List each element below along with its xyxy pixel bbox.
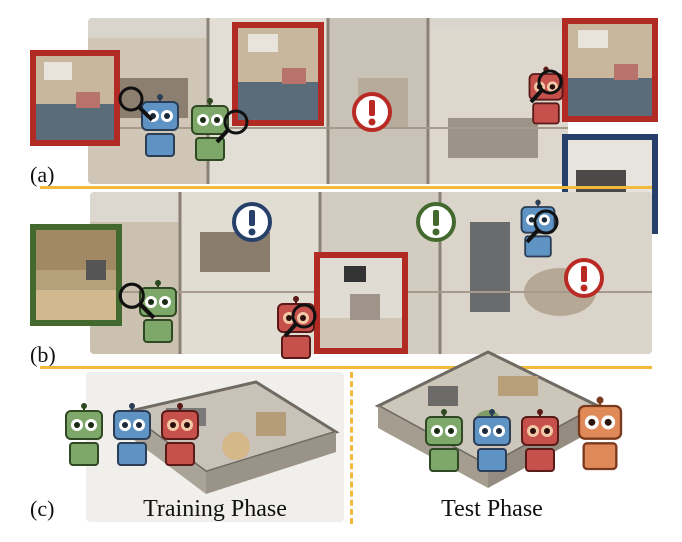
robot-icon [520,199,556,258]
exclamation-icon [232,202,272,242]
divider-b [40,366,652,369]
panel-label-c: (c) [30,496,55,521]
robot-icon [65,403,103,466]
magnifier-icon [529,69,563,104]
exclamation-icon [352,92,392,132]
phase-divider [350,372,353,524]
magnifier-icon [525,209,559,244]
room-photo-b2 [314,252,408,354]
exclamation-icon [564,258,604,298]
panel-label-b: (b) [30,342,56,367]
room-photo-a1 [30,50,120,146]
robot-icon [577,396,623,471]
robot-icon [139,280,177,343]
robot-icon [425,409,463,472]
robot-icon [521,409,559,472]
divider-a [40,186,652,189]
room-photo-a3 [562,18,658,122]
magnifier-icon [118,86,154,122]
magnifier-icon [215,109,249,144]
robot-icon [113,403,151,466]
training-phase-label: Training Phase [143,496,287,522]
robot-icon [277,296,315,359]
magnifier-icon [283,303,317,338]
robot-icon [473,409,511,472]
magnifier-icon [118,282,156,320]
robot-icon [191,98,229,161]
robot-icon [141,94,179,157]
panel-label-a: (a) [30,162,55,187]
exclamation-icon [416,202,456,242]
room-photo-b1 [30,224,122,326]
robot-icon [161,403,199,466]
room-photo-a2 [232,22,324,126]
test-phase-label: Test Phase [441,496,543,522]
